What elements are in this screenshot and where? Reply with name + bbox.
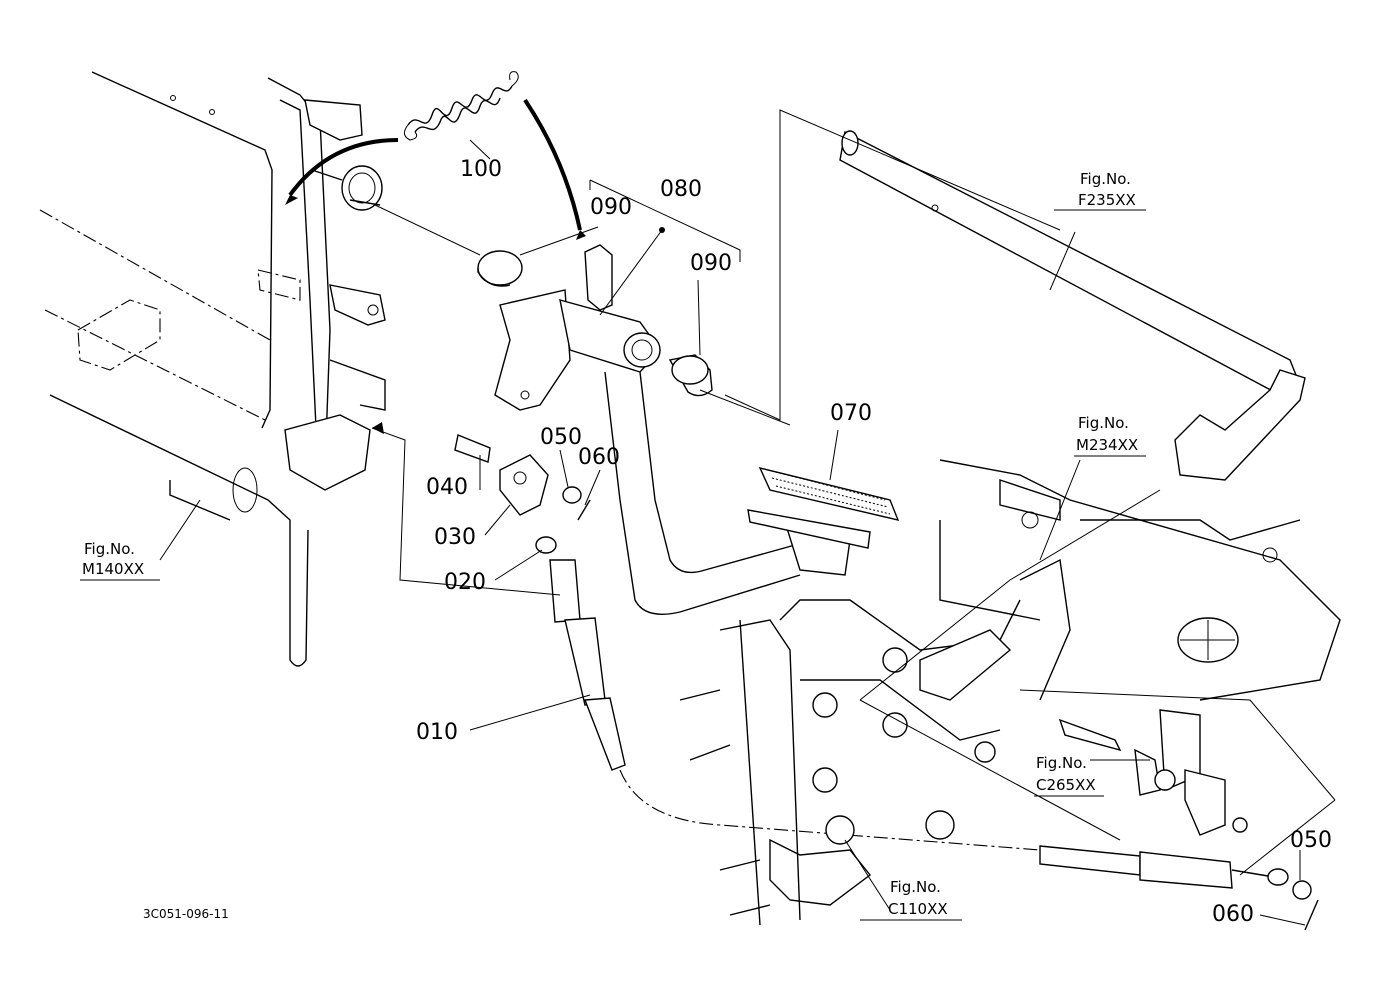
fig-ref-code: M140XX [82,560,144,578]
part-label-090-left: 090 [590,195,632,220]
bushing-090-right [668,354,713,397]
part-label-050: 050 [540,425,582,450]
leader-lines [159,139,1306,926]
part-label-070: 070 [830,401,872,426]
fig-caption: Fig.No. [890,878,941,896]
fig-caption: Fig.No. [1078,414,1129,432]
fig-ref-m140: Fig.No. M140XX [80,540,160,581]
part-label-030: 030 [434,525,476,550]
fig-ref-c265: Fig.No. C265XX [1034,754,1104,797]
part-label-080: 080 [660,177,702,202]
pedal-shaft-assembly [699,109,1306,481]
fig-ref-code: M234XX [1076,436,1138,454]
part-label-020: 020 [444,570,486,595]
fig-ref-f235: Fig.No. F235XX [1054,170,1146,211]
pedal-pad-070 [758,466,900,521]
clip-050-060 [562,486,591,521]
part-label-040: 040 [426,475,468,500]
drawing-code: 3C051-096-11 [143,907,229,921]
fig-caption: Fig.No. [84,540,135,558]
fig-caption: Fig.No. [1036,754,1087,772]
fig-ref-code: C265XX [1036,776,1096,794]
fig-ref-code: C110XX [888,900,948,918]
part-label-060: 060 [578,445,620,470]
brake-cable-010 [371,422,1336,931]
part-label-100: 100 [460,157,502,182]
transmission-housing [679,459,1341,926]
bushing-frame [311,165,481,256]
brake-pedal-080 [494,244,871,615]
part-label-050-lower: 050 [1290,828,1332,853]
fig-caption: Fig.No. [1080,170,1131,188]
part-label-010: 010 [416,720,458,745]
bushing-090-left [477,250,523,287]
spring-100 [285,71,586,240]
fig-ref-m234: Fig.No. M234XX [1074,414,1146,457]
fig-ref-code: F235XX [1078,191,1136,209]
left-frame-panel [39,71,386,667]
part-label-090-right: 090 [690,251,732,276]
part-label-060-lower: 060 [1212,902,1254,927]
fig-ref-c110: Fig.No. C110XX [860,878,962,921]
